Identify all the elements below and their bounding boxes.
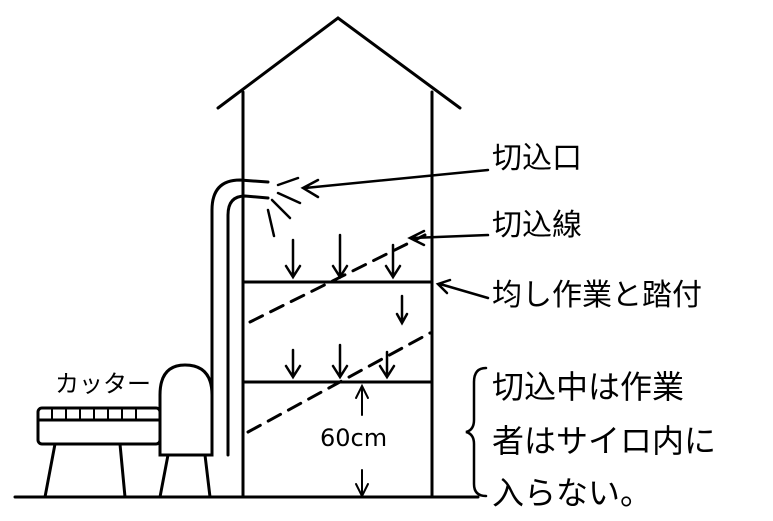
warning-line-1: 切込中は作業: [492, 368, 684, 406]
height-dimension: [355, 383, 369, 499]
fill-line-label: 切込線: [492, 208, 582, 243]
warning-line-2: 者はサイロ内に: [492, 422, 716, 460]
down-arrows: [284, 233, 409, 380]
cutter-machine: [36, 363, 214, 499]
spray-lines: [266, 176, 302, 238]
label-arrows: [300, 168, 490, 498]
leveling-label: 均し作業と踏付: [492, 278, 702, 313]
fill-line-dashed-lower: [246, 331, 432, 434]
leveling-arrow: [435, 278, 490, 300]
height-label: 60cm: [320, 424, 387, 452]
cutter-label: カッター: [55, 370, 151, 398]
inlet-arrow: [300, 168, 490, 199]
silo: [216, 16, 462, 499]
fill-line-dashed-upper: [248, 233, 427, 324]
fill-line-arrow: [407, 229, 490, 247]
warning-bracket: [465, 366, 488, 498]
blower-pipe: [210, 178, 270, 457]
silo-roof: [216, 16, 462, 110]
blower-body: [158, 363, 214, 457]
warning-line-3: 入らない。: [492, 474, 652, 512]
inlet-label: 切込口: [492, 141, 582, 176]
